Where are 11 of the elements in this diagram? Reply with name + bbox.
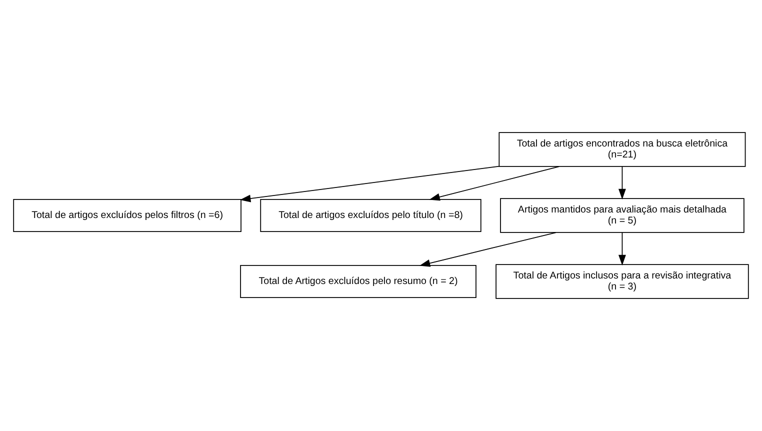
arrow: [419, 232, 556, 267]
arrow: [618, 166, 626, 200]
node-box: Total de artigos excluídos pelo título (n =8): [260, 199, 482, 232]
node-box: Total de Artigos inclusos para a revisão integrativa (n = 3): [496, 264, 749, 299]
node-box: Total de artigos excluídos pelos filtros (n =6): [13, 199, 242, 232]
node-box: Artigos mantidos para avaliação mais detalhada (n = 5): [500, 198, 744, 233]
arrow: [240, 166, 500, 202]
node-box: Total de Artigos excluídos pelo resumo (n = 2): [240, 265, 476, 298]
node-box: Total de artigos encontrados na busca eletrônica (n=21): [498, 132, 746, 167]
arrow: [618, 232, 626, 266]
arrow: [429, 166, 560, 201]
